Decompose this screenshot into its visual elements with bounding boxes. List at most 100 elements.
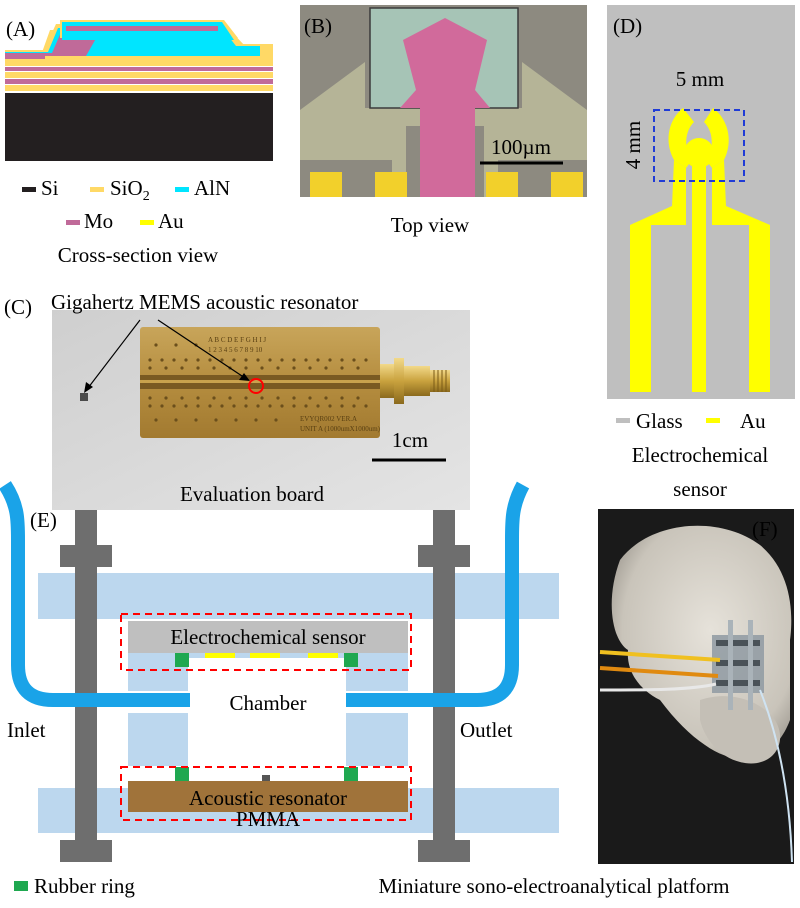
si-substrate — [5, 93, 273, 161]
panel-e-label: (E) — [30, 508, 57, 532]
panel-d-caption-2: sensor — [673, 477, 727, 501]
legend-aln: AlN — [194, 176, 230, 200]
platform-device — [712, 620, 764, 710]
bare-resonator-chip — [80, 393, 88, 401]
sensing-area-box — [653, 109, 745, 182]
aln-swatch — [175, 187, 189, 192]
board-silkscreen-letters: A B C D E F G H I J — [208, 336, 266, 344]
gold-pad — [486, 172, 518, 197]
rubber-ring — [344, 653, 358, 667]
sio2-layer — [5, 85, 273, 91]
working-electrode — [684, 138, 714, 168]
electrode-pad-frame — [460, 62, 587, 160]
rubber-ring-swatch — [14, 881, 28, 891]
signal-line — [420, 108, 475, 197]
acoustic-resonator-slab — [128, 781, 408, 812]
lead-center — [692, 165, 706, 392]
mo-layer — [5, 67, 273, 71]
sensor-highlight-box — [120, 613, 412, 671]
au-swatch — [706, 418, 720, 423]
inlet-label: Inlet — [7, 718, 46, 742]
glove-finger — [700, 696, 781, 764]
panel-c-scale: 1cm — [392, 428, 428, 452]
panel-d-caption-1: Electrochemical — [632, 443, 769, 467]
board-silkscreen-unit: UNIT A (1000umX1000um) — [300, 425, 381, 433]
resonator-label: Acoustic resonator — [189, 786, 347, 810]
legend-d: Glass Au — [616, 409, 766, 433]
gold-pad — [551, 172, 583, 197]
sensor-electrode — [205, 653, 235, 658]
panel-b-label: (B) — [304, 14, 332, 38]
sensor-electrode — [250, 653, 280, 658]
outlet-fiber — [759, 689, 793, 863]
board-silkscreen-version: EVYQR002 VER.A — [300, 415, 357, 423]
panel-d: (D) 5 mm 4 mm Glass Au Electrochemical s… — [607, 5, 795, 501]
resonator-highlight-circle — [248, 378, 264, 394]
mo-swatch — [66, 220, 80, 225]
pmma-plate-top — [38, 573, 559, 619]
wire-orange — [599, 666, 719, 678]
chamber — [188, 658, 346, 773]
electrode-pattern — [630, 108, 770, 392]
panel-c-caption: Evaluation board — [180, 482, 325, 506]
panel-c-annotation: Gigahertz MEMS acoustic resonator — [51, 290, 358, 314]
outlet-label: Outlet — [460, 718, 513, 742]
mo-electrode — [5, 56, 45, 59]
panel-b: (B) 100µm Top view — [300, 5, 587, 237]
top-electrode — [400, 18, 490, 108]
panel-b-caption: Top view — [391, 213, 470, 237]
pmma-label: PMMA — [236, 807, 301, 831]
annotation-arrow — [87, 319, 141, 389]
panel-f-label: (F) — [752, 517, 778, 541]
panel-f: (F) Miniature sono-electroanalytical pla… — [378, 509, 794, 898]
si-swatch — [22, 187, 36, 192]
panel-d-label: (D) — [613, 14, 642, 38]
panel-e: (E) Electrochemical sensor Chamber Acous… — [0, 481, 559, 898]
chamber-label: Chamber — [230, 691, 307, 715]
gold-pad — [375, 172, 407, 197]
rubber-ring-legend: Rubber ring — [34, 874, 135, 898]
resonator-chip — [262, 775, 270, 781]
outlet-tube — [346, 481, 530, 707]
legend-sio2: SiO2 — [110, 176, 150, 204]
annotation-arrow — [157, 319, 246, 379]
panel-a-caption: Cross-section view — [58, 243, 219, 267]
legend-glass: Glass — [636, 409, 683, 433]
wire-yellow — [599, 650, 721, 662]
wire-white — [599, 682, 717, 692]
inlet-tube — [0, 481, 190, 707]
mo-layer — [5, 79, 273, 84]
electrode-pad-frame — [300, 62, 430, 160]
bolt-nut-right — [418, 840, 470, 862]
lead-left — [630, 160, 686, 392]
gold-pad — [310, 172, 342, 197]
mo-electrode — [5, 30, 218, 56]
panel-a-label: (A) — [6, 17, 35, 41]
sio2-layer — [5, 72, 273, 78]
bolt-right — [433, 510, 455, 840]
panel-c: A B C D E F G H I J 1 2 3 4 5 6 7 8 9 10… — [4, 290, 470, 510]
height-dimension: 4 mm — [621, 121, 645, 169]
electrochemical-sensor-slab — [128, 621, 408, 653]
bolt-head-right — [418, 545, 470, 567]
panel-a: (A) Si SiO2 AlN Mo Au Cross-section view — [5, 17, 273, 267]
sma-connector — [380, 358, 450, 404]
bolt-nut-left — [60, 840, 112, 862]
legend-si: Si — [41, 176, 59, 200]
rubber-ring — [344, 767, 358, 781]
legend-au-d: Au — [740, 409, 766, 433]
glass-swatch — [616, 418, 630, 423]
sensor-electrode — [308, 653, 338, 658]
bolt-head-left — [60, 545, 112, 567]
panel-c-label: (C) — [4, 295, 32, 319]
mo-top — [66, 26, 218, 31]
board-silkscreen-numbers: 1 2 3 4 5 6 7 8 9 10 — [208, 346, 263, 354]
bolt-left — [75, 510, 97, 840]
panel-b-scale: 100µm — [491, 135, 551, 159]
legend-a: Si SiO2 AlN Mo Au — [22, 176, 230, 233]
arrow-head — [84, 382, 93, 393]
resonator-highlight-box — [120, 766, 412, 821]
lead-right — [712, 160, 770, 392]
via-holes — [148, 343, 368, 422]
